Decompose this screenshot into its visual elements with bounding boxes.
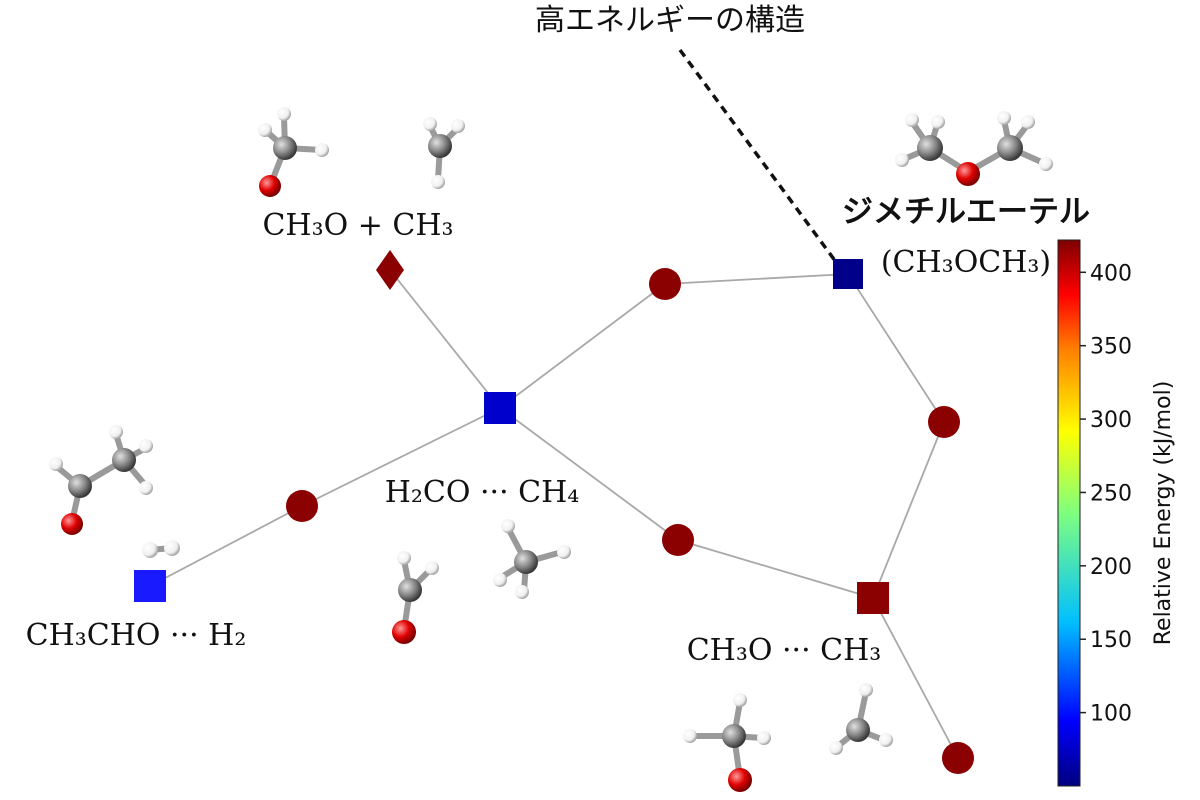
colorbar-title: Relative Energy (kJ/mol) xyxy=(1151,381,1176,646)
node-upper-ts xyxy=(649,268,681,300)
edge-diamond-center xyxy=(389,269,501,409)
molecule-h2 xyxy=(142,540,180,558)
colorbar-tick-label: 100 xyxy=(1090,702,1132,727)
edge-dme-right-ts xyxy=(847,273,945,423)
molecule-ch4 xyxy=(493,519,571,599)
label-dme-formula: (CH₃OCH₃) xyxy=(881,245,1051,280)
colorbar-tick-label: 400 xyxy=(1090,261,1132,286)
colorbar-tick-label: 350 xyxy=(1090,335,1132,360)
node-layer xyxy=(134,250,974,774)
node-left-ts xyxy=(286,490,318,522)
label-ch3o-ch3: CH₃O ··· CH₃ xyxy=(687,633,882,668)
molecule-dme xyxy=(895,111,1053,186)
edge-left-ts-left xyxy=(149,505,303,587)
colorbar-tick-label: 200 xyxy=(1090,555,1132,580)
edge-upper-ts-dme xyxy=(664,273,849,285)
molecule-ch3o-top xyxy=(258,107,329,197)
node-right-ts xyxy=(928,406,960,438)
molecule-ch3o-bottom xyxy=(683,693,771,792)
edge-layer xyxy=(149,269,959,759)
colorbar-tick-label: 300 xyxy=(1090,408,1132,433)
node-diamond xyxy=(376,250,404,290)
colorbar-ticks: 100 150 200 250 300 350 400 xyxy=(1080,261,1132,727)
label-h2co-ch4: H₂CO ··· CH₄ xyxy=(385,475,580,510)
annotation-dashed-line xyxy=(678,48,838,264)
edge-center-upper-ts xyxy=(499,283,666,409)
edge-radical-bottom-ts xyxy=(872,597,959,759)
edge-center-lower-ts xyxy=(499,407,679,541)
node-bottom-ts xyxy=(942,742,974,774)
edge-lower-ts-radical xyxy=(677,539,874,599)
colorbar-tick-label: 250 xyxy=(1090,481,1132,506)
molecule-ch3-bottom xyxy=(829,683,893,755)
node-radical-pair-square xyxy=(857,582,889,614)
colorbar: 100 150 200 250 300 350 400 Relative Energy (k… xyxy=(1057,239,1176,787)
molecule-ch3-top xyxy=(423,117,465,189)
colorbar-gradient xyxy=(1057,239,1081,787)
colorbar-tick-label: 150 xyxy=(1090,628,1132,653)
annotation-label: 高エネルギーの構造 xyxy=(535,3,805,38)
edge-right-ts-radical xyxy=(872,421,945,599)
node-dme-square xyxy=(833,259,863,289)
node-lower-ts xyxy=(662,524,694,556)
label-ch3o-plus-ch3: CH₃O + CH₃ xyxy=(262,208,453,243)
edge-center-left-ts xyxy=(301,407,501,507)
molecule-ch3cho xyxy=(49,425,153,535)
node-left-square xyxy=(134,570,166,602)
label-ch3cho-h2: CH₃CHO ··· H₂ xyxy=(26,618,247,653)
node-center-square xyxy=(484,392,516,424)
molecule-h2co xyxy=(392,551,439,644)
label-dimethyl-ether: ジメチルエーテル xyxy=(842,194,1090,230)
